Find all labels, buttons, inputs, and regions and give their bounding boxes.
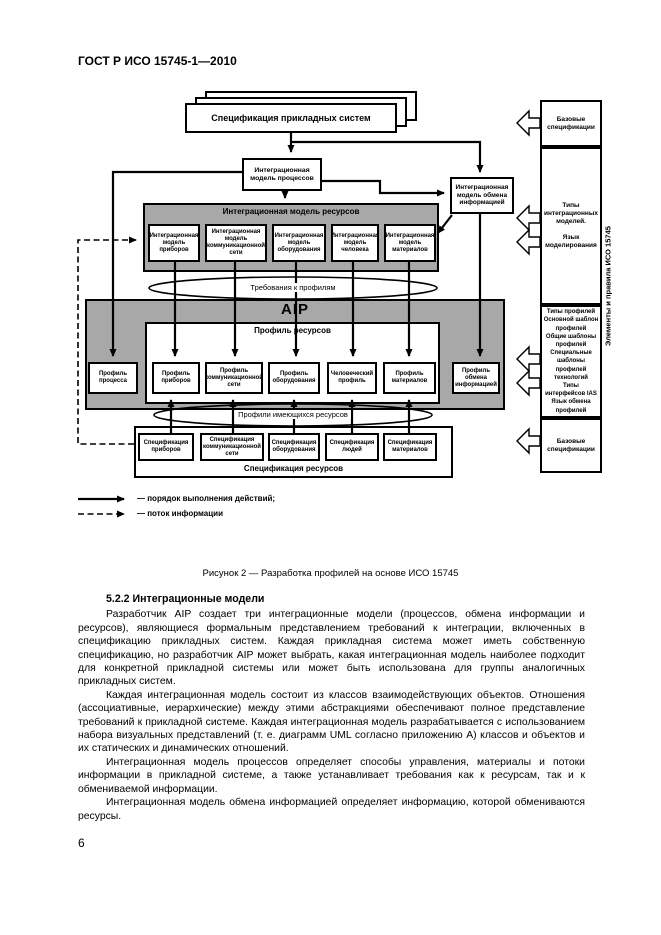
process-profile-box: Профиль процесса	[88, 362, 138, 394]
paragraph-4: Интеграционная модель обмена информацией…	[78, 797, 585, 822]
paragraph-3: Интеграционная модель процессов определя…	[78, 756, 585, 795]
resource-spec-title: Спецификация ресурсов	[243, 464, 344, 473]
section-heading: 5.2.2 Интеграционные модели	[106, 593, 265, 605]
side-section-3-label: Типы профилей Основной шаблон профилей О…	[543, 309, 599, 414]
equipment-spec-box: Спецификация оборудования	[268, 433, 320, 461]
section-5-2-2: 5.2.2 Интеграционные модели Разработчик …	[78, 593, 585, 823]
network-profile-box: Профиль коммуникационной сети	[205, 362, 263, 394]
legend-info-flow: — поток информации	[137, 509, 223, 518]
side-arrow-4-icon	[516, 427, 541, 455]
side-section-1-label: Базовые спецификации	[547, 115, 595, 131]
aip-title: AIP	[280, 301, 309, 318]
material-spec-box: Спецификация материалов	[383, 433, 437, 461]
side-section-4-box	[540, 418, 602, 473]
requirements-ellipse-label: Требования к профилям	[193, 283, 393, 292]
legend-action-order: — порядок выполнения действий;	[137, 494, 276, 503]
human-profile-box: Человеческий профиль	[327, 362, 377, 394]
side-arrow-1-icon	[516, 109, 541, 137]
resources-model-title: Интеграционная модель ресурсов	[222, 207, 360, 216]
human-model-box: Интеграционная модель человека	[331, 224, 379, 262]
info-exchange-model-box: Интеграционная модель обмена информацией	[450, 177, 514, 214]
device-model-box: Интеграционная модель приборов	[148, 224, 200, 262]
material-model-box: Интеграционная модель материалов	[384, 224, 436, 262]
material-profile-box: Профиль материалов	[383, 362, 436, 394]
side-section-4-label: Базовые спецификации	[547, 437, 595, 453]
equipment-model-box: Интеграционная модель оборудования	[272, 224, 326, 262]
paragraph-2: Каждая интеграционная модель состоит из …	[78, 689, 585, 755]
figure-caption: Рисунок 2 — Разработка профилей на основ…	[202, 568, 459, 579]
people-spec-box: Спецификация людей	[325, 433, 379, 461]
process-model-box: Интеграционная модель процессов	[242, 158, 322, 191]
side-section-1-box	[540, 100, 602, 147]
side-column-arrows	[516, 109, 541, 455]
equipment-profile-box: Профиль оборудования	[268, 362, 320, 394]
available-profiles-ellipse-label: Профили имеющихся ресурсов	[203, 410, 383, 419]
side-arrow-3b-icon	[516, 369, 541, 397]
network-spec-box: Спецификация коммуникационной сети	[200, 433, 264, 461]
page-header: ГОСТ Р ИСО 15745-1—2010	[78, 54, 237, 68]
resource-profile-title: Профиль ресурсов	[254, 326, 331, 335]
side-arrow-2a-icon	[516, 204, 541, 232]
page-number: 6	[78, 836, 85, 850]
info-exchange-profile-box: Профиль обмена информацией	[452, 362, 500, 394]
network-model-box: Интеграционная модель коммуникационной с…	[205, 224, 267, 262]
side-section-2-box	[540, 147, 602, 305]
app-spec-box: Спецификация прикладных систем	[185, 103, 397, 133]
device-spec-box: Спецификация приборов	[138, 433, 194, 461]
side-arrow-2b-icon	[516, 228, 541, 256]
iso-elements-vertical-label: Элементы и правила ИСО 15745	[603, 226, 613, 347]
device-profile-box: Профиль приборов	[152, 362, 200, 394]
paragraph-1: Разработчик AIP создает три интеграционн…	[78, 609, 585, 688]
side-section-3-box	[540, 305, 602, 418]
side-section-2-label: Типы интеграционных моделей. Язык модели…	[544, 202, 598, 249]
side-arrow-3a-icon	[516, 345, 541, 373]
